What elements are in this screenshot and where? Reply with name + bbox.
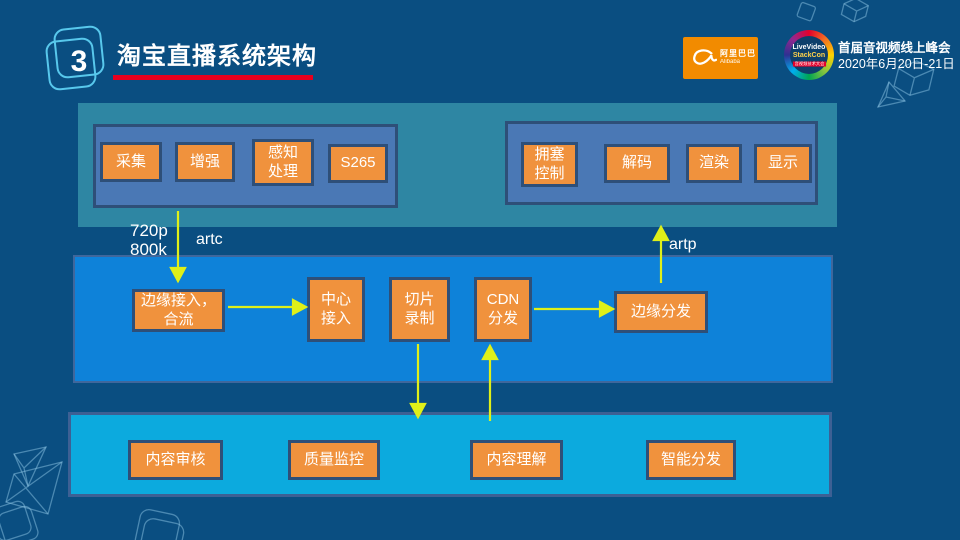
slide-title: 淘宝直播系统架构 — [117, 43, 317, 70]
alibaba-logo-text: 阿里巴巴 Alibaba — [720, 49, 756, 66]
event-date: 2020年6月20日-21日 — [838, 57, 955, 71]
node-decode: 解码 — [604, 144, 670, 183]
node-enhance: 增强 — [175, 142, 235, 182]
node-capture: 采集 — [100, 142, 162, 182]
deco-tetrahedron-icon — [5, 461, 63, 515]
node-slice-record: 切片 录制 — [389, 277, 450, 342]
node-content-understanding: 内容理解 — [470, 440, 563, 480]
node-render: 渲染 — [686, 144, 742, 183]
label-artp: artp — [669, 236, 697, 253]
lvs-logo-line3: 音视频技术大会 — [792, 60, 826, 67]
deco-key-icon — [134, 509, 185, 540]
node-cdn-distribution: CDN 分发 — [474, 277, 532, 342]
page-number: 3 — [71, 45, 88, 78]
label-bitrate: 720p 800k — [130, 221, 168, 259]
node-perception-processing: 感知 处理 — [252, 139, 314, 186]
deco-tetrahedron-icon — [876, 80, 907, 108]
livevideostackcon-logo-center: LiveVideo StackCon 音视频技术大会 — [790, 36, 828, 74]
event-info: 首届音视频线上峰会 2020年6月20日-21日 — [838, 40, 955, 72]
deco-key-icon — [0, 500, 39, 540]
node-edge-distribution: 边缘分发 — [614, 291, 708, 333]
lvs-logo-line1: LiveVideo — [792, 43, 826, 51]
node-s265: S265 — [328, 144, 388, 183]
node-display: 显示 — [754, 144, 812, 183]
node-center-access: 中心 接入 — [307, 277, 365, 342]
node-smart-distribution: 智能分发 — [646, 440, 736, 480]
deco-square-icon — [796, 1, 816, 22]
deco-cube-icon — [840, 0, 870, 23]
lvs-logo-line2: StackCon — [792, 51, 826, 59]
node-content-review: 内容审核 — [128, 440, 223, 480]
alibaba-name-en: Alibaba — [720, 59, 741, 66]
alibaba-smile-icon — [693, 49, 717, 65]
page-number-key-icon: 3 — [45, 25, 105, 91]
node-congestion-control: 拥塞 控制 — [521, 142, 578, 187]
deco-cube-icon — [893, 60, 935, 97]
alibaba-logo: 阿里巴巴 Alibaba — [683, 37, 758, 79]
title-underline — [113, 75, 313, 80]
livevideostackcon-logo: LiveVideo StackCon 音视频技术大会 — [784, 30, 834, 80]
label-artc: artc — [196, 231, 223, 248]
alibaba-name-cn: 阿里巴巴 — [720, 49, 756, 59]
node-edge-ingest-merge: 边缘接入， 合流 — [132, 289, 225, 332]
node-quality-monitoring: 质量监控 — [288, 440, 380, 480]
event-title: 首届音视频线上峰会 — [838, 41, 951, 55]
